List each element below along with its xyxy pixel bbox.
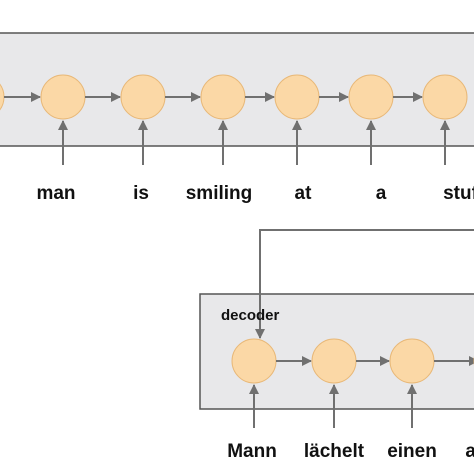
encoder-node (200, 74, 246, 120)
encoder-token: man (36, 183, 76, 204)
encoder-token: at (294, 183, 312, 204)
decoder-token: einen (387, 441, 437, 462)
encoder-node (348, 74, 394, 120)
decoder-node (311, 338, 357, 384)
encoder-node (120, 74, 166, 120)
decoder-node (231, 338, 277, 384)
encoder-nodes (0, 74, 468, 165)
decoder-token: a (465, 442, 474, 461)
decoder-token: lächelt (303, 441, 365, 462)
decoder-token: Mann (227, 441, 277, 462)
decoder-node (389, 338, 435, 384)
encoder-node (40, 74, 86, 120)
encoder-node (422, 74, 468, 120)
encoder-token: smiling (185, 183, 253, 204)
encoder-token: a (375, 183, 387, 204)
decoder-nodes (231, 338, 474, 428)
encoder-token: stuffe (443, 184, 474, 203)
encoder-token: is (133, 183, 149, 204)
encoder-node (274, 74, 320, 120)
decoder-label: decoder (221, 307, 280, 324)
context-connection (255, 229, 474, 339)
